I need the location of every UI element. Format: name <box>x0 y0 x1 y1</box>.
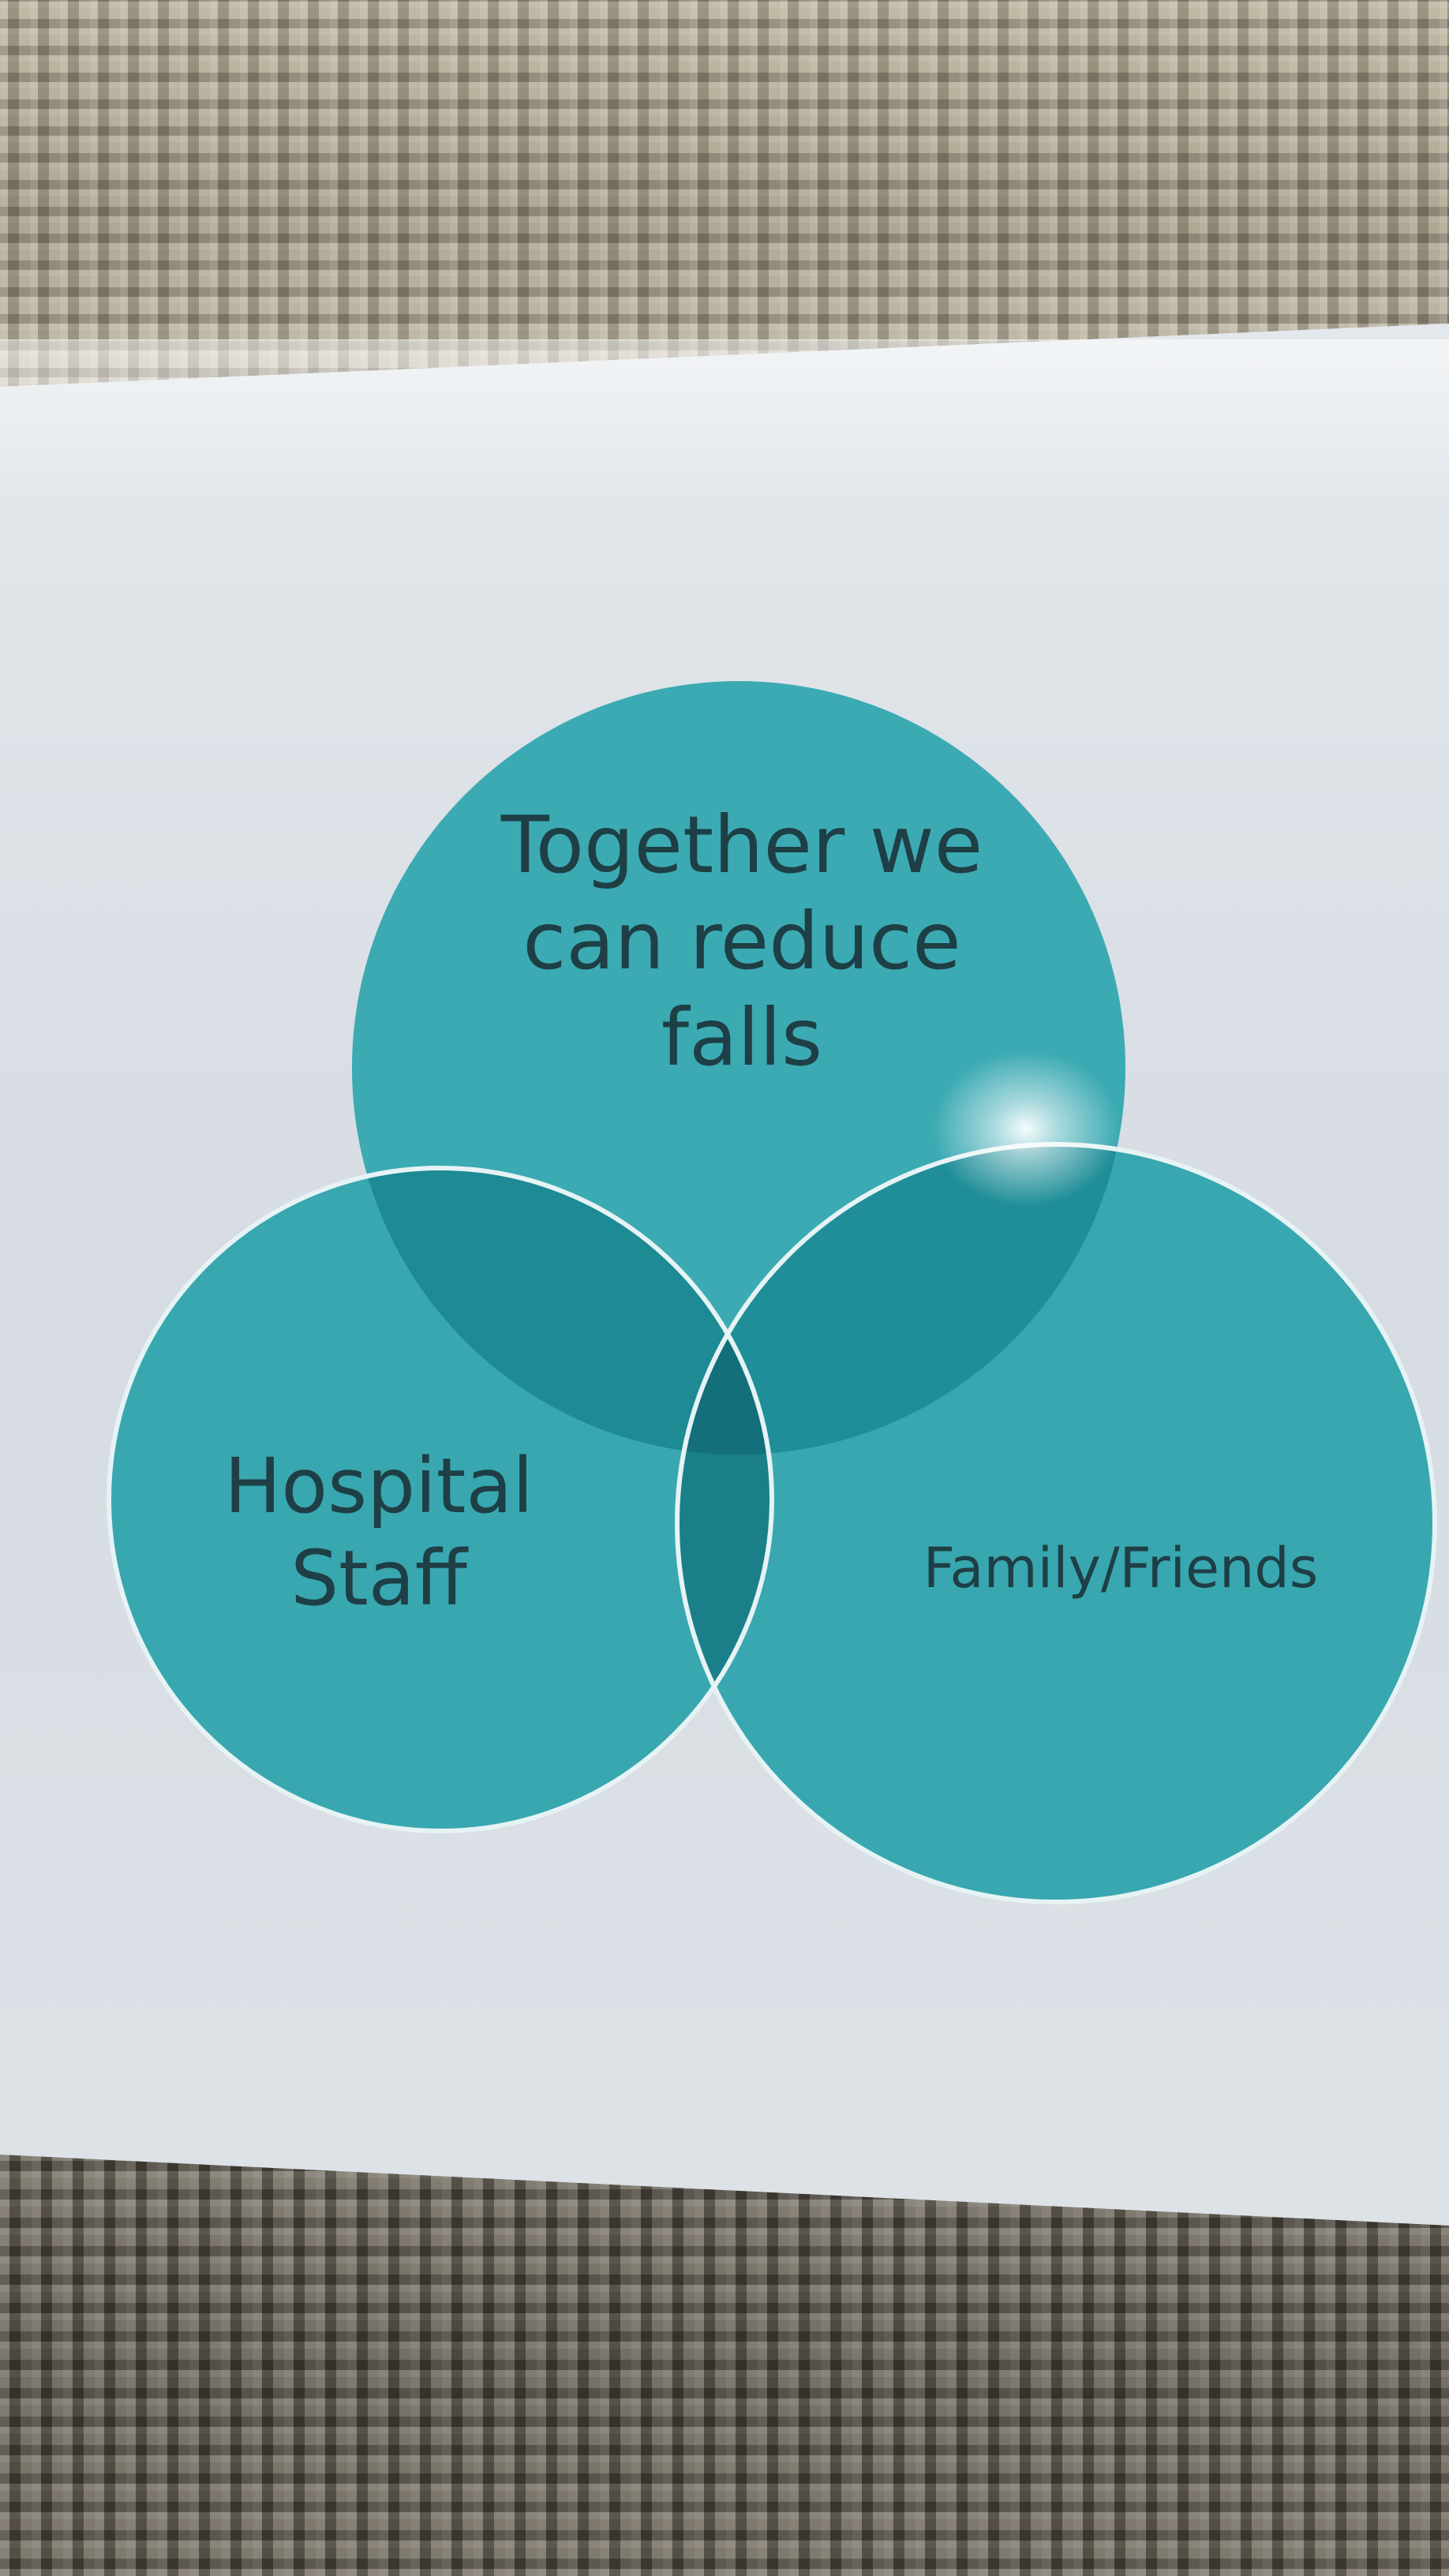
top-circle-label: Together we can reduce falls <box>418 797 1065 1086</box>
left-circle-line-1: Hospital <box>224 1442 534 1530</box>
right-circle-label: Family/Friends <box>852 1535 1389 1602</box>
top-circle-line-3: falls <box>661 991 823 1084</box>
left-circle-label: Hospital Staff <box>158 1440 600 1625</box>
top-circle-line-1: Together we <box>500 799 983 891</box>
left-circle-line-2: Staff <box>290 1534 467 1623</box>
venn-outline-left <box>107 1166 774 1833</box>
top-circle-line-2: can reduce <box>522 895 961 987</box>
overlap-top-left <box>352 1168 772 1455</box>
light-glare <box>931 1050 1121 1208</box>
right-circle-line-1: Family/Friends <box>923 1536 1319 1601</box>
overlap-top-right <box>677 1144 1125 1455</box>
textured-wall-bottom <box>0 2147 1449 2576</box>
laminate-sheen <box>0 339 1449 513</box>
